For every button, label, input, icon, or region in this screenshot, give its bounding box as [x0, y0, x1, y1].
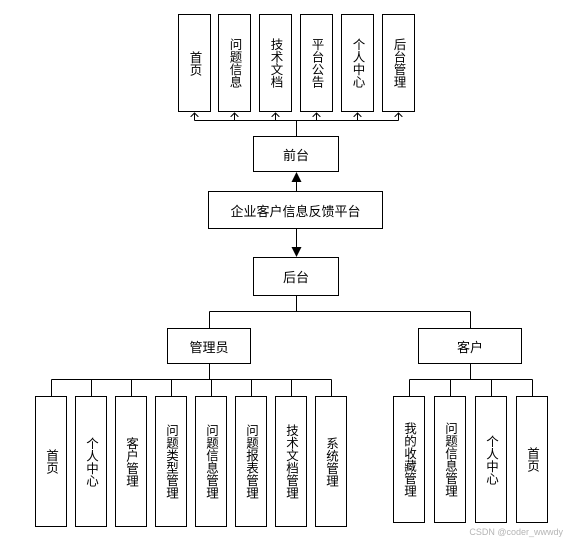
admin-module-tech-docs-mgmt-label: 技术文档管理 [284, 424, 299, 499]
customer-module-personal-center: 个人中心 [475, 396, 507, 523]
front-node-label: 前台 [282, 148, 309, 164]
admin-node: 管理员 [167, 328, 251, 364]
customer-module-favorites-mgmt: 我的收藏管理 [393, 396, 425, 523]
admin-module-system-mgmt-label: 系统管理 [324, 436, 339, 487]
admin-module-system-mgmt: 系统管理 [315, 396, 347, 527]
admin-module-issue-report-mgmt-label: 问题报表管理 [244, 424, 259, 499]
front-module-announcements-label: 平台公告 [309, 38, 325, 88]
customer-node: 客户 [418, 328, 522, 364]
admin-module-home: 首页 [35, 396, 67, 527]
front-node: 前台 [253, 136, 339, 172]
admin-module-tech-docs-mgmt: 技术文档管理 [275, 396, 307, 527]
front-module-issue-info-label: 问题信息 [227, 38, 243, 88]
root-node: 企业客户信息反馈平台 [208, 191, 383, 229]
front-module-personal-center: 个人中心 [341, 14, 374, 112]
front-module-home: 首页 [178, 14, 211, 112]
front-module-admin-backend: 后台管理 [382, 14, 415, 112]
customer-module-personal-center-label: 个人中心 [484, 434, 499, 485]
admin-module-issue-info-mgmt: 问题信息管理 [195, 396, 227, 527]
front-module-personal-center-label: 个人中心 [350, 38, 366, 88]
admin-module-customer-mgmt-label: 客户管理 [124, 436, 139, 487]
front-module-tech-docs: 技术文档 [259, 14, 292, 112]
admin-module-issue-info-mgmt-label: 问题信息管理 [204, 424, 219, 499]
front-module-issue-info: 问题信息 [218, 14, 251, 112]
customer-module-favorites-mgmt-label: 我的收藏管理 [402, 422, 417, 497]
admin-node-label: 管理员 [189, 340, 229, 356]
back-node: 后台 [253, 257, 339, 296]
customer-node-label: 客户 [456, 340, 483, 356]
admin-module-home-label: 首页 [44, 449, 59, 474]
front-module-home-label: 首页 [187, 50, 203, 76]
root-node-label: 企业客户信息反馈平台 [230, 204, 361, 220]
front-module-announcements: 平台公告 [300, 14, 333, 112]
customer-module-home: 首页 [516, 396, 548, 523]
customer-module-issue-info-mgmt-label: 问题信息管理 [443, 422, 458, 497]
admin-module-customer-mgmt: 客户管理 [115, 396, 147, 527]
admin-module-personal-center-label: 个人中心 [84, 436, 99, 487]
back-node-label: 后台 [282, 271, 309, 286]
admin-module-issue-type-mgmt-label: 问题类型管理 [164, 424, 179, 499]
watermark: CSDN @coder_wwwdy [469, 527, 563, 537]
customer-module-issue-info-mgmt: 问题信息管理 [434, 396, 466, 523]
front-module-admin-backend-label: 后台管理 [391, 38, 407, 88]
front-module-tech-docs-label: 技术文档 [268, 38, 284, 88]
admin-module-issue-type-mgmt: 问题类型管理 [155, 396, 187, 527]
admin-module-personal-center: 个人中心 [75, 396, 107, 527]
admin-module-issue-report-mgmt: 问题报表管理 [235, 396, 267, 527]
customer-module-home-label: 首页 [525, 447, 540, 472]
